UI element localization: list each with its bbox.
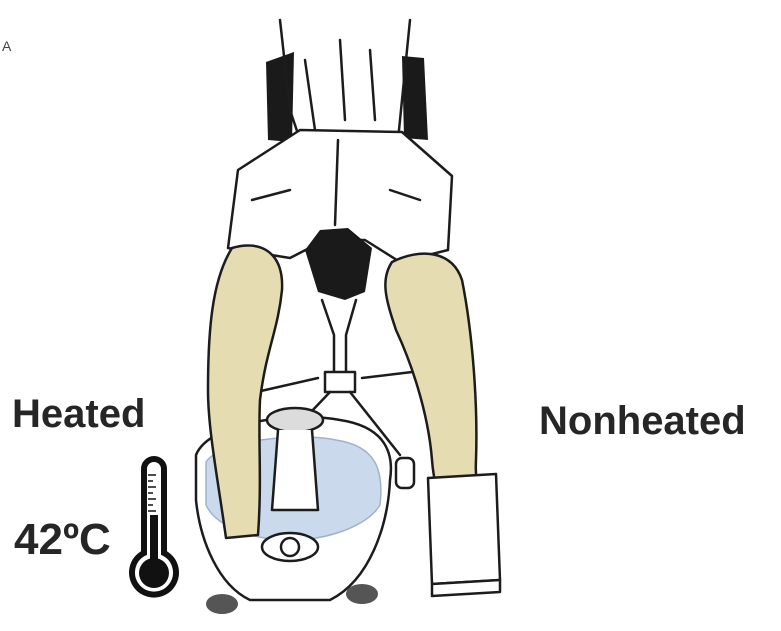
bath-cap [267,408,323,432]
heated-label: Heated [12,394,145,434]
temperature-label: 42ºC [14,518,111,562]
bath-foot-right [346,584,378,604]
bath-center-column [272,430,318,510]
step-block-base [432,580,500,596]
bath-foot-left [206,594,238,614]
nonheated-label: Nonheated [539,401,746,441]
torso-outline [280,20,410,140]
bath-dial-knob [281,538,299,556]
chair-strut [322,300,356,372]
chair-hub [325,372,355,392]
torso-fold-lines [305,40,375,130]
thermometer-icon [126,453,182,603]
step-block [428,474,500,584]
caster-wheel [396,458,414,488]
